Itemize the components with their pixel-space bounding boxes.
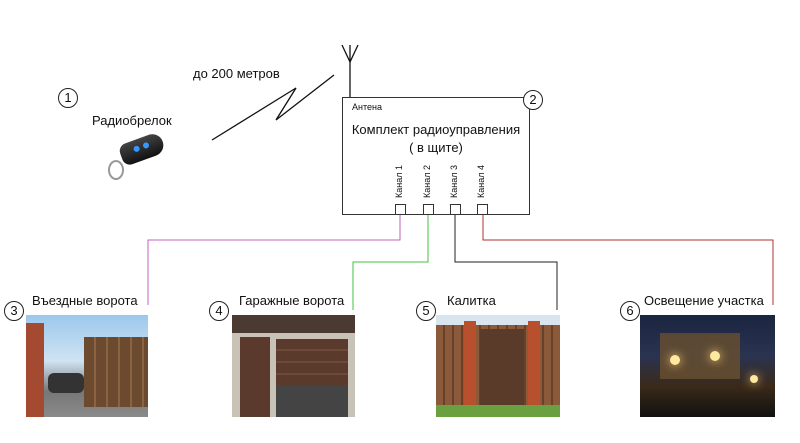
- antenna-icon: [341, 44, 359, 100]
- device-label: Калитка: [447, 293, 496, 308]
- key-ring-icon: [108, 160, 124, 180]
- device-label: Въездные ворота: [32, 293, 138, 308]
- garage-gate-photo: [232, 315, 355, 417]
- channel-port: [395, 204, 406, 215]
- number-badge: 3: [4, 301, 24, 321]
- antenna-label: Антена: [352, 102, 382, 112]
- radio-control-kit: Антена Комплект радиоуправления ( в щите…: [342, 97, 530, 215]
- channel-label: Канал 1: [394, 165, 404, 198]
- wire-channel-4: [482, 215, 774, 305]
- entrance-gate-photo: [26, 315, 148, 417]
- device-label: Гаражные ворота: [239, 293, 345, 308]
- remote-label: Радиобрелок: [92, 113, 172, 128]
- wicket-photo: [436, 315, 560, 417]
- number-badge: 6: [620, 301, 640, 321]
- channel-label: Канал 4: [476, 165, 486, 198]
- radio-link-icon: [211, 74, 335, 141]
- number-badge: 5: [416, 301, 436, 321]
- wire-channel-1: [147, 215, 401, 305]
- wire-channel-3: [454, 215, 558, 310]
- wire-channel-2: [352, 215, 429, 310]
- number-badge: 2: [523, 90, 543, 110]
- channel-label: Канал 3: [449, 165, 459, 198]
- channel-port: [477, 204, 488, 215]
- number-badge: 4: [209, 301, 229, 321]
- kit-subtitle: ( в щите): [409, 140, 463, 155]
- channel-port: [450, 204, 461, 215]
- channel-port: [423, 204, 434, 215]
- device-label: Освещение участка: [644, 293, 764, 308]
- channel-label: Канал 2: [422, 165, 432, 198]
- range-label: до 200 метров: [193, 66, 280, 81]
- kit-title: Комплект радиоуправления: [351, 122, 521, 137]
- site-lighting-photo: [640, 315, 775, 417]
- number-badge: 1: [58, 88, 78, 108]
